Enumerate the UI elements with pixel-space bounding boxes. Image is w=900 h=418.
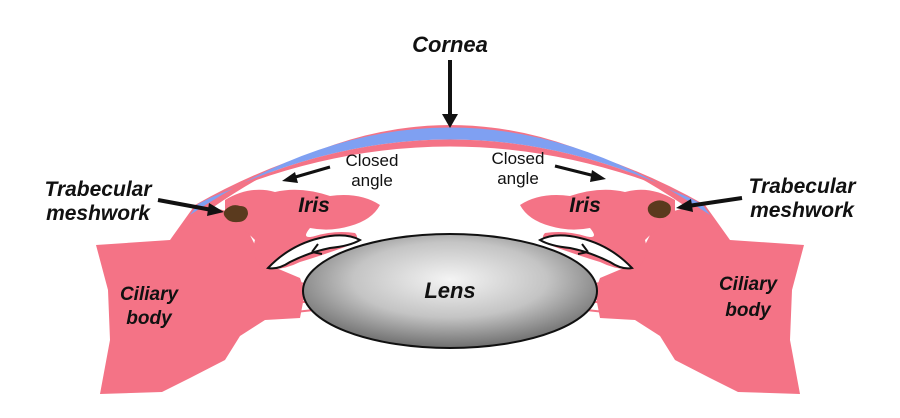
- closed-angle-left-arrow-head: [282, 172, 298, 183]
- trabecular-right-arrow-shaft: [687, 196, 743, 208]
- aqueous-flow-left-head: [311, 243, 323, 255]
- label-ciliary-left-line1: Ciliary: [120, 284, 180, 305]
- label-ciliary-right-line2: body: [725, 300, 772, 321]
- trabecular-meshwork-right-blob: [647, 200, 671, 219]
- closed-angle-right-arrow-shaft: [554, 164, 596, 178]
- ciliary-body-left-shape: [96, 205, 305, 394]
- label-trabecular-left-line2: meshwork: [46, 202, 151, 225]
- label-trabecular-right-line1: Trabecular: [749, 175, 858, 198]
- trabecular-left-arrow-head: [207, 203, 224, 216]
- iris-left-shape: [225, 189, 380, 270]
- iris-right-shape: [520, 189, 675, 270]
- label-closed-angle-right-line2: angle: [497, 169, 539, 188]
- label-closed-angle-left-line2: angle: [351, 171, 393, 190]
- label-iris-right: Iris: [569, 194, 601, 217]
- lens-shape: [302, 233, 598, 349]
- ciliary-body-right-shape: [595, 205, 804, 394]
- trabecular-meshwork-left-blob: [223, 205, 248, 223]
- label-trabecular-left-line1: Trabecular: [45, 178, 154, 201]
- closed-angle-right-arrow-head: [590, 170, 606, 182]
- trabecular-left-arrow-shaft: [157, 198, 213, 212]
- cornea-inner-pink: [198, 139, 702, 204]
- label-iris-left: Iris: [298, 194, 330, 217]
- label-closed-angle-right-line1: Closed: [492, 149, 545, 168]
- trabecular-right-arrow-head: [676, 199, 693, 212]
- cornea-inner-layer: [190, 127, 710, 215]
- aqueous-flow-right-head: [577, 243, 589, 255]
- label-trabecular-right-line2: meshwork: [750, 199, 855, 222]
- cornea-arrow-head: [442, 114, 458, 128]
- label-ciliary-left-line2: body: [126, 308, 173, 329]
- label-ciliary-right-line1: Ciliary: [719, 274, 779, 295]
- closed-angle-left-arrow-shaft: [291, 165, 331, 180]
- label-lens: Lens: [424, 278, 475, 303]
- label-cornea: Cornea: [412, 32, 488, 57]
- label-closed-angle-left-line1: Closed: [346, 151, 399, 170]
